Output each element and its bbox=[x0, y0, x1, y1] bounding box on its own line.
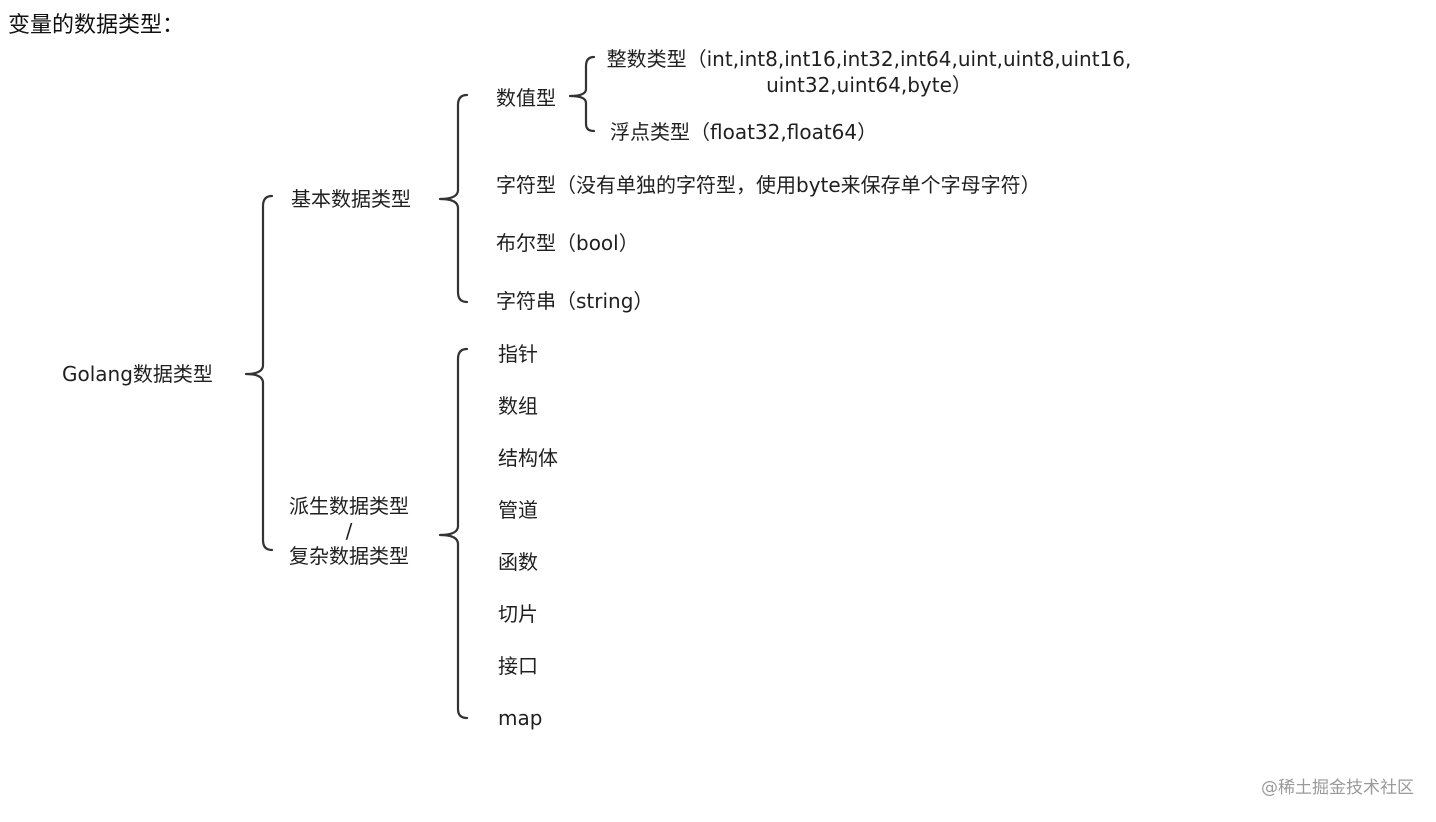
derived-item-pointer: 指针 bbox=[498, 342, 538, 366]
watermark: @稀土掘金技术社区 bbox=[1261, 778, 1414, 798]
derived-label-line1: 派生数据类型 bbox=[289, 494, 409, 518]
char-type-label: 字符型（没有单独的字符型，使用byte来保存单个字母字符） bbox=[496, 173, 1041, 197]
derived-types-label: 派生数据类型 / 复杂数据类型 bbox=[282, 494, 416, 568]
derived-item-slice: 切片 bbox=[498, 602, 538, 626]
integer-types-label: 整数类型（int,int8,int16,int32,int64,uint,uin… bbox=[606, 47, 1132, 97]
derived-label-separator: / bbox=[345, 519, 353, 543]
bool-type-label: 布尔型（bool） bbox=[496, 231, 639, 255]
string-type-label: 字符串（string） bbox=[496, 289, 654, 313]
numeric-brace bbox=[568, 55, 596, 133]
root-brace bbox=[244, 194, 274, 552]
derived-brace bbox=[438, 347, 469, 720]
integer-types-line1: 整数类型（int,int8,int16,int32,int64,uint,uin… bbox=[606, 47, 1132, 71]
derived-item-interface: 接口 bbox=[498, 654, 538, 678]
derived-item-function: 函数 bbox=[498, 550, 538, 574]
derived-item-struct: 结构体 bbox=[498, 446, 558, 470]
basic-types-label: 基本数据类型 bbox=[291, 187, 411, 211]
page-title: 变量的数据类型： bbox=[8, 13, 185, 38]
root-label: Golang数据类型 bbox=[62, 362, 213, 386]
integer-types-line2: uint32,uint64,byte） bbox=[766, 73, 972, 97]
basic-brace bbox=[438, 93, 469, 304]
float-types-label: 浮点类型（float32,float64） bbox=[610, 120, 878, 144]
derived-item-map: map bbox=[498, 706, 543, 730]
numeric-type-label: 数值型 bbox=[496, 86, 556, 110]
derived-label-line2: 复杂数据类型 bbox=[289, 544, 409, 568]
derived-item-channel: 管道 bbox=[498, 498, 538, 522]
derived-item-array: 数组 bbox=[498, 394, 538, 418]
